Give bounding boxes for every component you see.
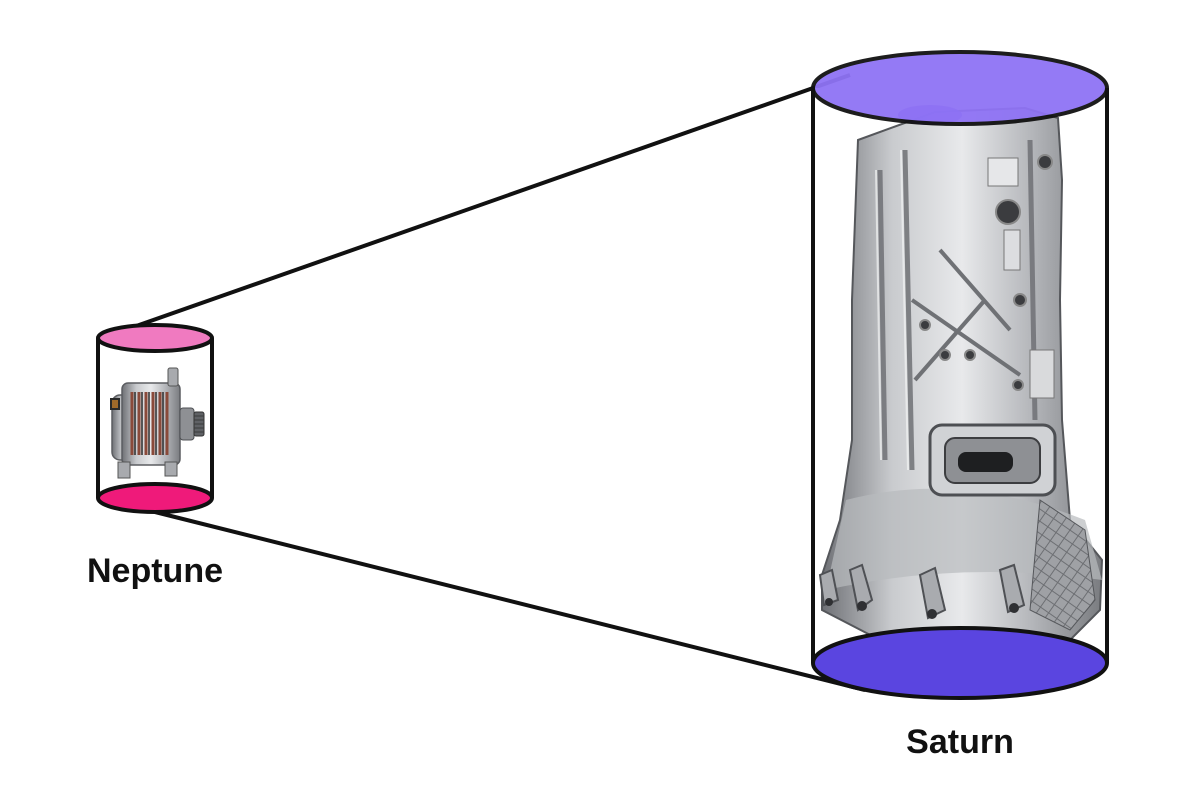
large-cylinder-label: Saturn xyxy=(906,723,1014,761)
connector-top-line xyxy=(124,73,851,332)
alternator-image xyxy=(110,367,205,479)
transmission-housing-image xyxy=(818,105,1104,641)
small-cylinder xyxy=(96,323,214,514)
connector-bottom-line xyxy=(154,510,866,692)
large-cylinder xyxy=(811,50,1109,700)
small-cylinder-label: Neptune xyxy=(87,552,223,590)
port-opening xyxy=(928,423,1057,497)
